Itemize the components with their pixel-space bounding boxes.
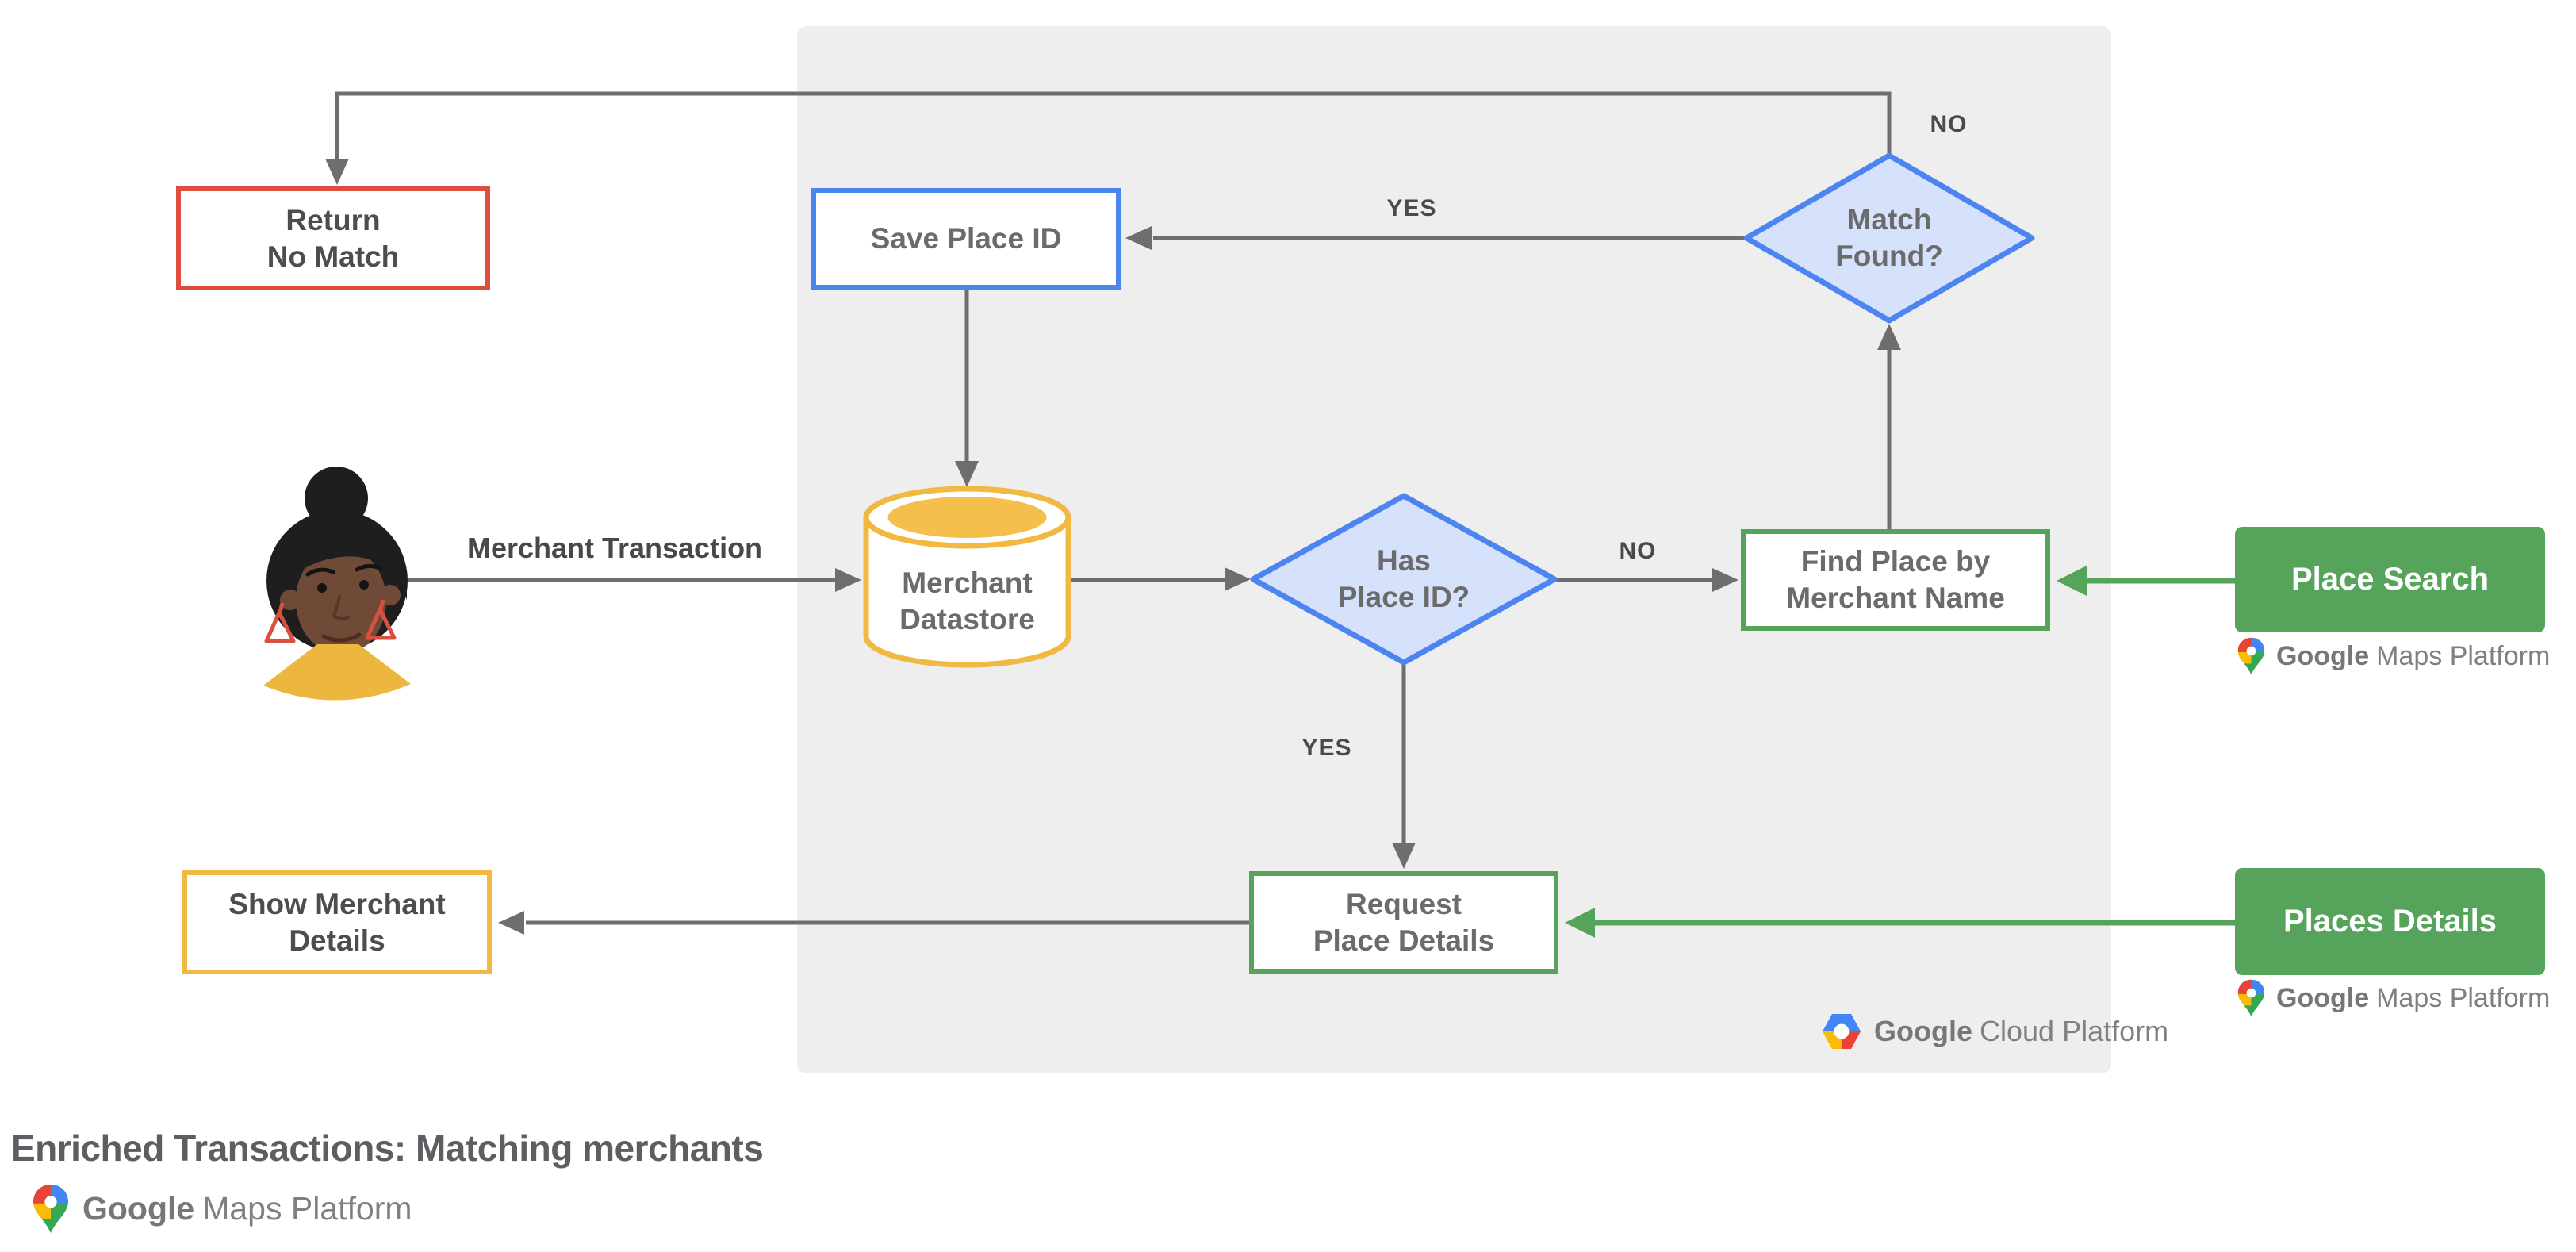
- node-label: Find Place by: [1800, 545, 1991, 578]
- node-find-place-by-merchant-name: Find Place by Merchant Name: [1741, 529, 2050, 631]
- node-request-place-details: Request Place Details: [1249, 871, 1558, 974]
- woman-avatar: [263, 467, 411, 701]
- gray-arrowheads: [325, 159, 1901, 935]
- google-maps-platform-logo: Google Maps Platform: [32, 1184, 412, 1234]
- api-box-place-search: Place Search: [2235, 527, 2545, 632]
- node-label: No Match: [266, 240, 400, 273]
- node-label: Merchant Name: [1786, 582, 2005, 614]
- node-has-place-id-label: Has Place ID?: [1337, 544, 1470, 613]
- google-maps-pin-icon: [32, 1184, 70, 1234]
- node-merchant-datastore-label: Merchant Datastore: [899, 566, 1035, 636]
- edge-label-no: NO: [1619, 538, 1657, 564]
- has-place-id-diamond: [1250, 493, 1558, 666]
- api-box-places-details: Places Details: [2235, 868, 2545, 975]
- edge-label-yes: YES: [1301, 735, 1352, 761]
- google-cloud-hexagon-icon: [1822, 1014, 1861, 1049]
- database-cylinder-icon: [863, 486, 1071, 668]
- match-found-diamond: [1743, 152, 2035, 324]
- google-maps-pin-icon: [2237, 637, 2266, 675]
- diagram-title: Enriched Transactions: Matching merchant…: [11, 1127, 764, 1169]
- edge-label-merchant-transaction: Merchant Transaction: [466, 532, 763, 564]
- node-label: Show Merchant: [228, 887, 446, 920]
- node-label: Place Details: [1313, 924, 1495, 957]
- google-cloud-platform-logo: Google Cloud Platform: [1820, 1013, 2168, 1050]
- edge-label-yes: YES: [1386, 195, 1437, 221]
- node-match-found-label: Match Found?: [1835, 203, 1943, 272]
- node-label: Save Place ID: [870, 222, 1062, 255]
- green-arrowheads: [1565, 566, 2087, 938]
- gray-wires: [335, 91, 1892, 925]
- google-maps-pin-icon: [2237, 979, 2266, 1017]
- google-maps-platform-logo: Google Maps Platform: [2237, 637, 2550, 675]
- green-wires: [1590, 578, 2235, 926]
- node-return-no-match: Return No Match: [176, 186, 490, 290]
- node-label: Request: [1346, 887, 1462, 920]
- google-maps-platform-logo: Google Maps Platform: [2237, 979, 2550, 1017]
- node-label: Details: [289, 924, 385, 957]
- node-save-place-id: Save Place ID: [811, 188, 1121, 290]
- edge-label-no: NO: [1930, 111, 1968, 137]
- node-show-merchant-details: Show Merchant Details: [182, 870, 492, 974]
- node-label: Return: [286, 203, 381, 236]
